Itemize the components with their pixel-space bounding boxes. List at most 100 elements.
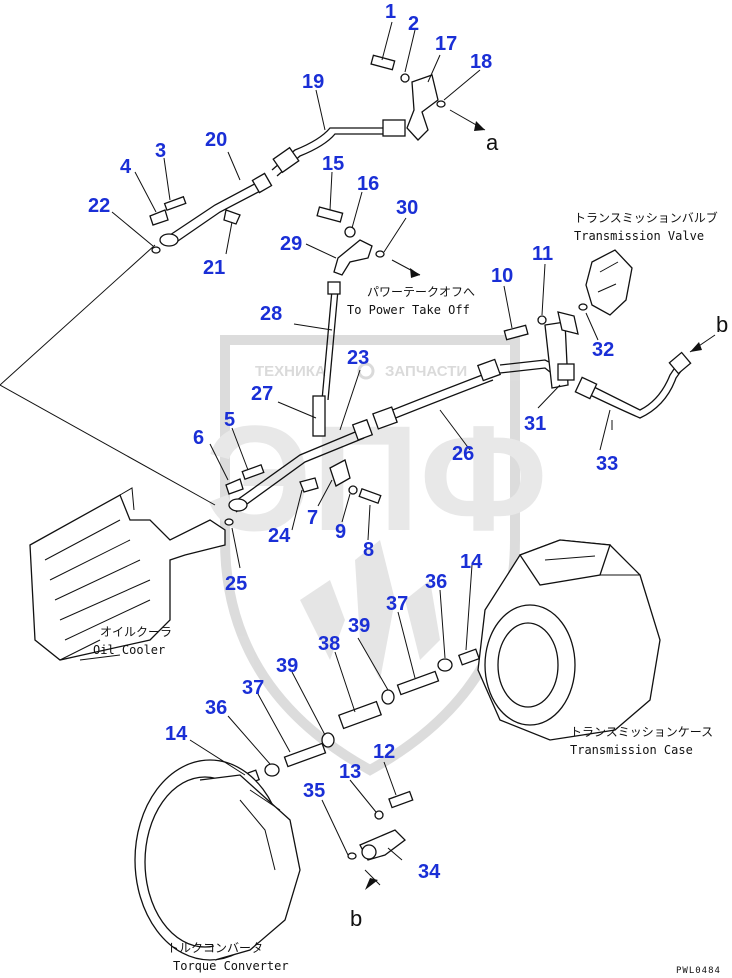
torque-converter (134, 759, 301, 961)
hose-19-fitting (382, 119, 406, 137)
callout-25: 25 (225, 573, 247, 595)
plug-21 (223, 209, 241, 225)
arrow-letter-b-top: b (716, 312, 728, 337)
bolt-12 (388, 790, 414, 809)
o-ring-39-top (381, 689, 395, 705)
callout-21: 21 (203, 257, 225, 279)
o-ring-35 (347, 852, 357, 860)
o-ring-25 (224, 518, 234, 526)
tube-23 (229, 429, 361, 506)
oil-cooler (29, 487, 226, 661)
callout-36-top: 36 (425, 571, 447, 593)
callout-2: 2 (408, 13, 419, 35)
label-torque-converter-en: Torque Converter (173, 959, 289, 973)
callout-37-bottom: 37 (242, 677, 264, 699)
label-transmission-case-en: Transmission Case (570, 743, 693, 757)
clamp-23 (228, 498, 248, 512)
callout-4: 4 (120, 156, 132, 178)
o-ring-39-bottom (321, 732, 335, 748)
callout-38: 38 (318, 633, 340, 655)
transmission-case (477, 539, 661, 741)
tube-37-bottom (283, 742, 327, 768)
watermark-text-left: ТЕХНИКА (255, 363, 326, 380)
callout-22: 22 (88, 195, 110, 217)
callout-5: 5 (224, 409, 235, 431)
tube-37-top (396, 670, 440, 696)
callout-1: 1 (385, 1, 396, 23)
washer-4 (149, 209, 169, 226)
callout-32: 32 (592, 339, 614, 361)
callout-numbers: 1 2 3 4 5 6 7 8 9 10 11 12 13 14 14 15 1… (88, 1, 618, 883)
callout-14-top: 14 (460, 551, 483, 573)
label-torque-converter-jp: トルクコンバータ (167, 941, 263, 955)
callout-14-bottom: 14 (165, 723, 188, 745)
o-ring-32 (578, 303, 588, 311)
callout-24: 24 (268, 525, 291, 547)
label-transmission-valve-jp: トランスミッションバルブ (574, 210, 718, 225)
plug-24 (299, 477, 319, 493)
callout-19: 19 (302, 71, 324, 93)
callout-36-bottom: 36 (205, 697, 227, 719)
label-transmission-valve-en: Transmission Valve (574, 229, 704, 243)
label-oil-cooler-jp: オイルクーラ (100, 625, 172, 639)
callout-17: 17 (435, 33, 457, 55)
callout-20: 20 (205, 129, 227, 151)
callout-15: 15 (322, 153, 344, 175)
valve-elbow-group (370, 54, 486, 141)
transmission-valve (585, 249, 633, 316)
bolt-3 (163, 195, 187, 212)
o-ring-30 (375, 250, 385, 258)
o-ring-22 (151, 246, 161, 254)
bolt-1 (370, 54, 396, 71)
washer-6 (225, 478, 244, 495)
hose-19 (271, 127, 385, 171)
bolt-10 (503, 324, 529, 341)
callout-10: 10 (491, 265, 513, 287)
o-ring-18 (436, 100, 446, 108)
washer-9 (348, 485, 358, 495)
callout-7: 7 (307, 507, 318, 529)
watermark: ТЕХНИКА ЗАПЧАСТИ ЭПФ (205, 335, 548, 776)
bolt-15 (316, 206, 344, 223)
label-power-take-off-jp: パワーテークオフへ (367, 285, 475, 299)
clamp-20 (159, 233, 179, 247)
washer-16 (344, 226, 356, 238)
plate-7 (329, 459, 351, 487)
callout-29: 29 (280, 233, 302, 255)
label-power-take-off-en: To Power Take Off (347, 303, 470, 317)
callout-31: 31 (524, 413, 546, 435)
ring-36-bottom (264, 763, 280, 777)
bolt-8 (358, 487, 382, 505)
callout-6: 6 (193, 427, 204, 449)
arrow-letter-b-bottom: b (350, 906, 362, 931)
sleeve-38 (337, 700, 383, 730)
callout-9: 9 (335, 521, 346, 543)
callout-3: 3 (155, 140, 166, 162)
drawing-code: PWL0484 (676, 966, 721, 976)
callout-27: 27 (251, 383, 273, 405)
connector-parts (237, 648, 481, 787)
washer-2 (400, 73, 410, 83)
callout-37-top: 37 (386, 593, 408, 615)
callout-16: 16 (357, 173, 379, 195)
callout-33: 33 (596, 453, 618, 475)
hose-28 (321, 289, 333, 401)
elbow-29 (333, 239, 373, 276)
watermark-text-right: ЗАПЧАСТИ (385, 363, 467, 380)
callout-11: 11 (532, 243, 553, 265)
component-labels: トランスミッションバルブ Transmission Valve パワーテークオフ… (93, 210, 718, 973)
callout-34: 34 (418, 861, 441, 883)
leader-lines (59, 21, 613, 861)
fitting-27 (312, 395, 326, 437)
bolt-5 (241, 463, 265, 481)
callout-35: 35 (303, 780, 325, 802)
callout-39-bottom: 39 (276, 655, 298, 677)
callout-23: 23 (347, 347, 369, 369)
callout-28: 28 (260, 303, 282, 325)
callout-13: 13 (339, 761, 361, 783)
callout-30: 30 (396, 197, 418, 219)
arrow-letter-a: a (486, 130, 499, 155)
nipple-14-top (457, 648, 481, 666)
